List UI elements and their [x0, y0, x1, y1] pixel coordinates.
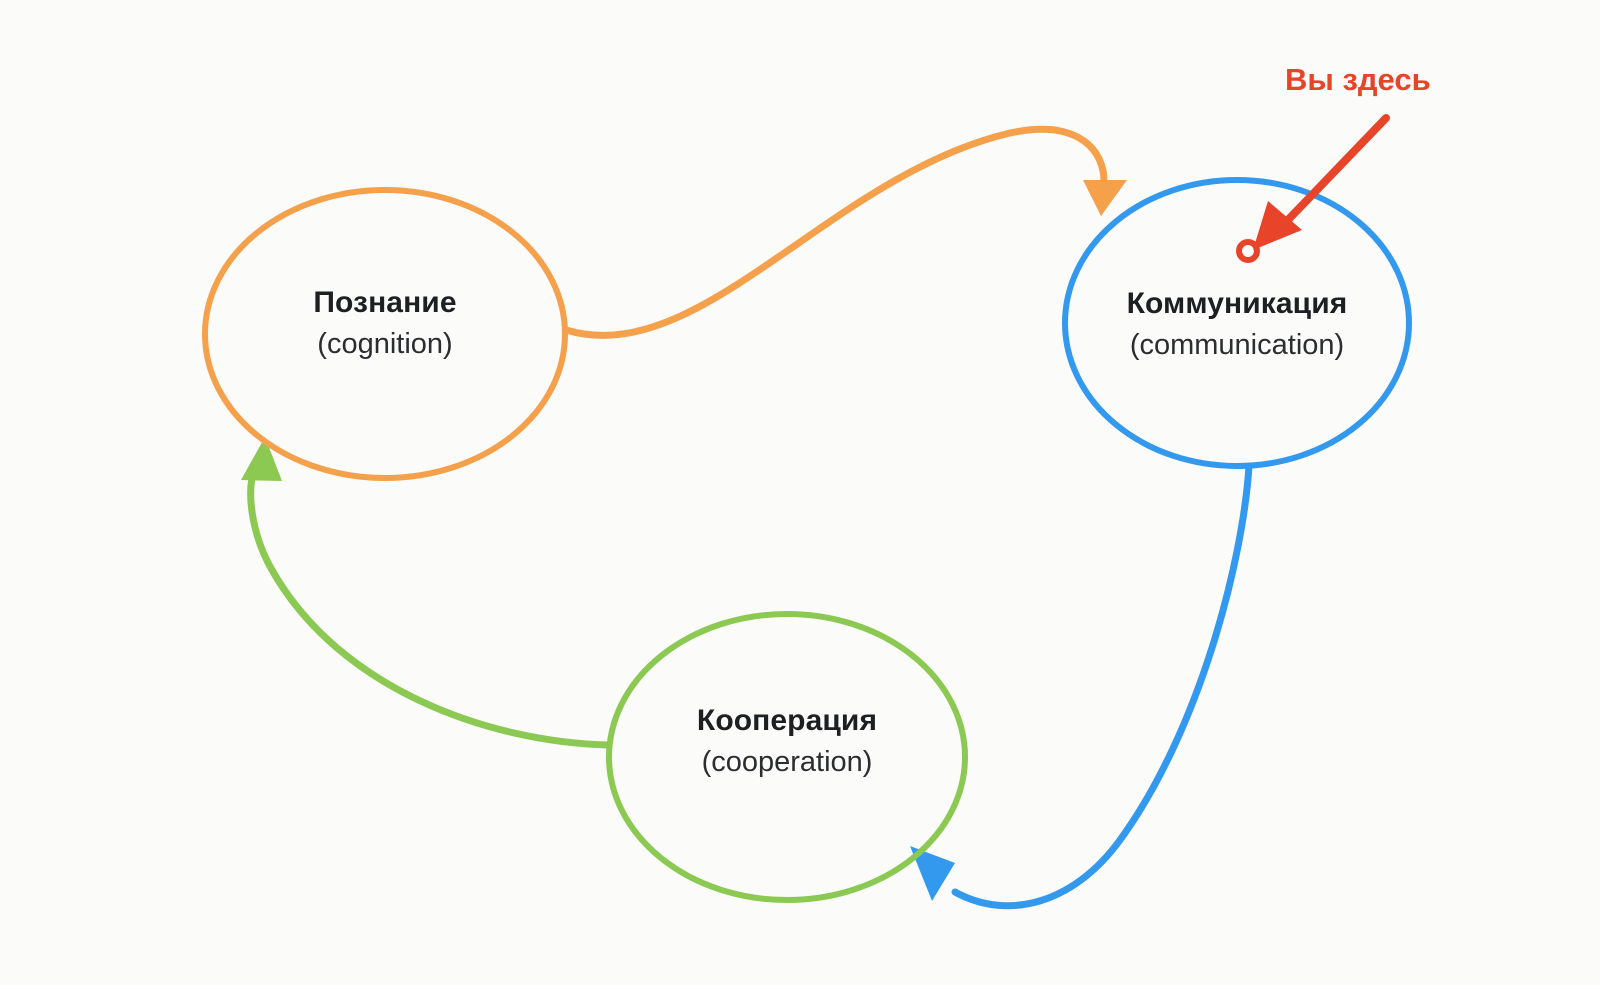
you-are-here-marker-icon	[1236, 239, 1260, 263]
you-are-here-annotation	[1236, 114, 1390, 263]
arrow-cooperation-to-cognition-head	[241, 437, 282, 481]
you-are-here-arrow-line	[1282, 114, 1390, 226]
node-ellipse-cognition[interactable]	[202, 187, 568, 481]
arrow-cognition-to-communication-path	[562, 125, 1108, 339]
arrow-communication-to-cooperation-head	[910, 846, 955, 901]
you-are-here-arrow-head	[1253, 201, 1302, 250]
arrow-cognition-to-communication	[562, 125, 1127, 339]
arrow-communication-to-cooperation	[910, 462, 1253, 910]
arrow-cognition-to-communication-head	[1083, 180, 1127, 216]
arrow-cooperation-to-cognition-path	[247, 474, 612, 749]
arrow-communication-to-cooperation-path	[951, 462, 1253, 910]
you-are-here-label: Вы здесь	[1285, 62, 1431, 97]
arrow-cooperation-to-cognition	[241, 437, 612, 749]
node-ellipse-communication[interactable]	[1062, 177, 1412, 469]
node-ellipse-cooperation[interactable]	[606, 611, 968, 903]
